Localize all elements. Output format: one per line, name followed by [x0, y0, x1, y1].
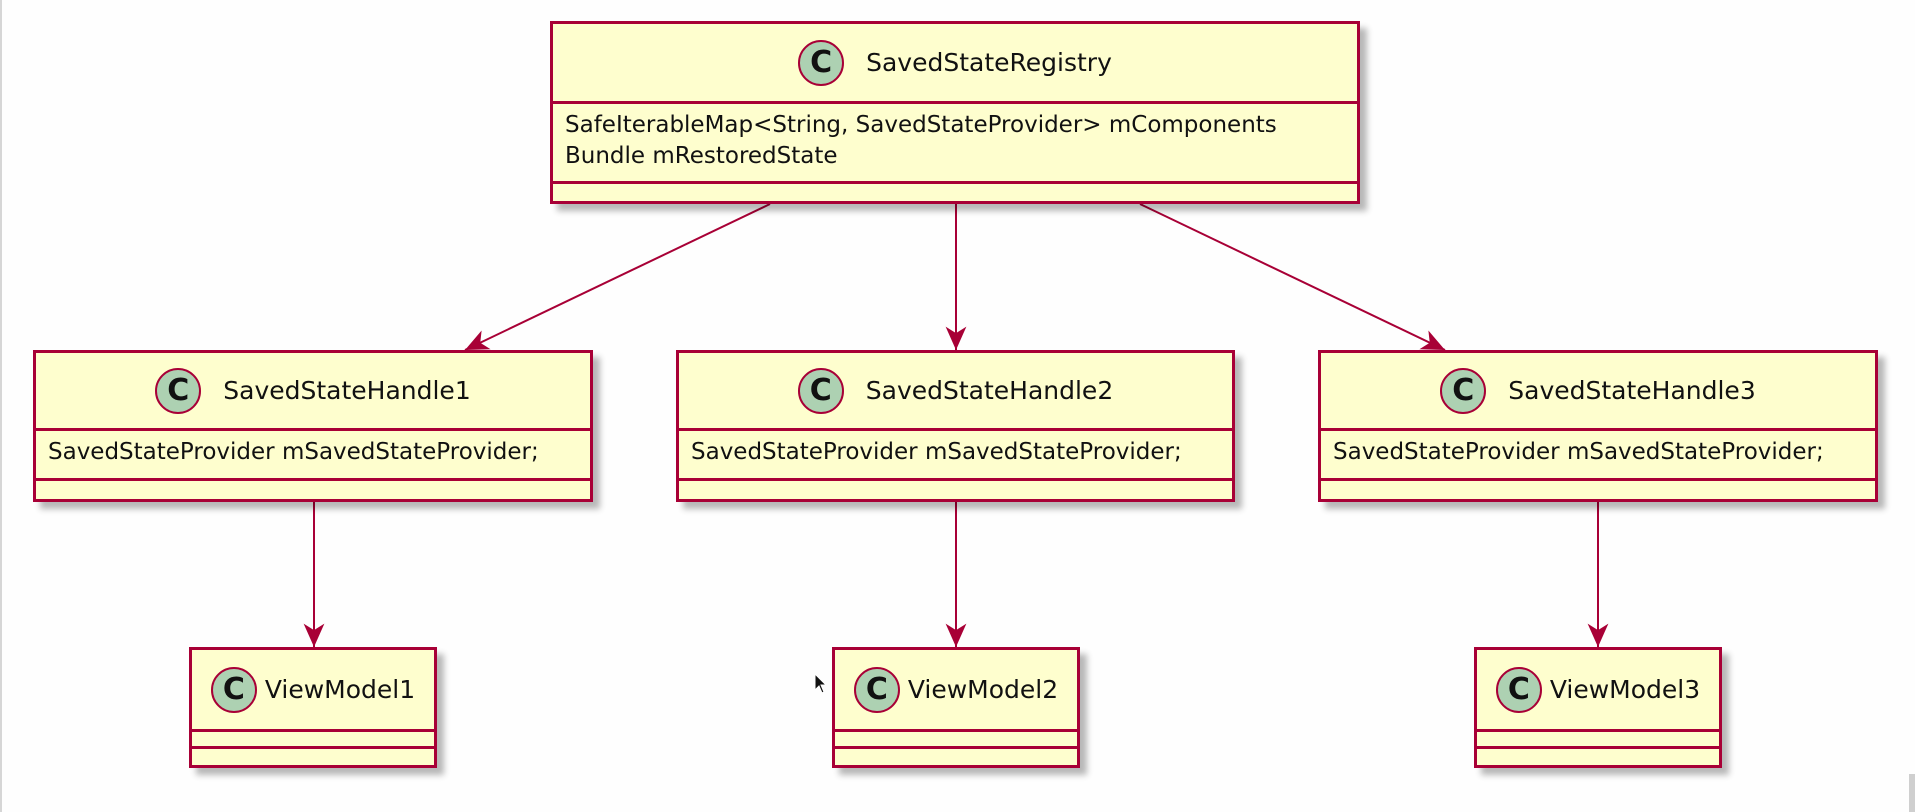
- left-edge-divider: [0, 0, 2, 812]
- class-name: SavedStateHandle2: [865, 376, 1114, 405]
- class-view-model1[interactable]: C ViewModel1: [189, 647, 437, 768]
- class-attributes: SavedStateProvider mSavedStateProvider;: [36, 431, 590, 481]
- attribute: SavedStateProvider mSavedStateProvider;: [691, 439, 1182, 465]
- class-header: C ViewModel2: [835, 650, 1077, 732]
- class-name: SavedStateRegistry: [866, 48, 1112, 77]
- class-methods: [553, 184, 1357, 201]
- class-c-icon: C: [853, 666, 900, 713]
- class-name: ViewModel1: [264, 675, 416, 704]
- attribute: Bundle mRestoredState: [565, 143, 838, 169]
- class-header: C SavedStateHandle1: [36, 353, 590, 431]
- class-name: SavedStateHandle1: [223, 376, 471, 405]
- class-saved-state-handle3[interactable]: C SavedStateHandle3 SavedStateProvider m…: [1318, 350, 1878, 502]
- relation-registry-handle3: [1139, 203, 1446, 351]
- class-methods: [1477, 749, 1719, 765]
- class-c-icon: C: [797, 367, 844, 414]
- class-attributes: [835, 732, 1077, 749]
- class-attributes: [1477, 732, 1719, 749]
- attribute: SafeIterableMap<String, SavedStateProvid…: [565, 112, 1277, 138]
- mouse-pointer-icon: [814, 673, 828, 694]
- attribute: SavedStateProvider mSavedStateProvider;: [1333, 439, 1824, 465]
- class-name: ViewModel2: [907, 675, 1059, 704]
- scrollbar-corner: [1909, 774, 1915, 812]
- class-attributes: SavedStateProvider mSavedStateProvider;: [679, 431, 1232, 481]
- class-saved-state-handle2[interactable]: C SavedStateHandle2 SavedStateProvider m…: [676, 350, 1235, 502]
- class-view-model2[interactable]: C ViewModel2: [832, 647, 1080, 768]
- class-attributes: SafeIterableMap<String, SavedStateProvid…: [553, 104, 1357, 184]
- attribute: SavedStateProvider mSavedStateProvider;: [48, 439, 539, 465]
- class-c-icon: C: [210, 666, 257, 713]
- relation-registry-handle1: [464, 203, 771, 351]
- class-header: C SavedStateHandle3: [1321, 353, 1875, 431]
- class-c-icon: C: [1495, 666, 1542, 713]
- class-name: ViewModel3: [1549, 675, 1701, 704]
- class-header: C SavedStateHandle2: [679, 353, 1232, 431]
- class-header: C SavedStateRegistry: [553, 24, 1357, 104]
- class-attributes: [192, 732, 434, 749]
- class-saved-state-handle1[interactable]: C SavedStateHandle1 SavedStateProvider m…: [33, 350, 593, 502]
- class-name: SavedStateHandle3: [1508, 376, 1756, 405]
- class-header: C ViewModel3: [1477, 650, 1719, 732]
- class-attributes: SavedStateProvider mSavedStateProvider;: [1321, 431, 1875, 481]
- class-saved-state-registry[interactable]: C SavedStateRegistry SafeIterableMap<Str…: [550, 21, 1360, 204]
- class-view-model3[interactable]: C ViewModel3: [1474, 647, 1722, 768]
- class-c-icon: C: [798, 39, 845, 86]
- class-methods: [835, 749, 1077, 765]
- class-methods: [192, 749, 434, 765]
- class-c-icon: C: [155, 367, 202, 414]
- class-methods: [1321, 481, 1875, 499]
- class-header: C ViewModel1: [192, 650, 434, 732]
- class-c-icon: C: [1440, 367, 1487, 414]
- class-methods: [36, 481, 590, 499]
- class-methods: [679, 481, 1232, 499]
